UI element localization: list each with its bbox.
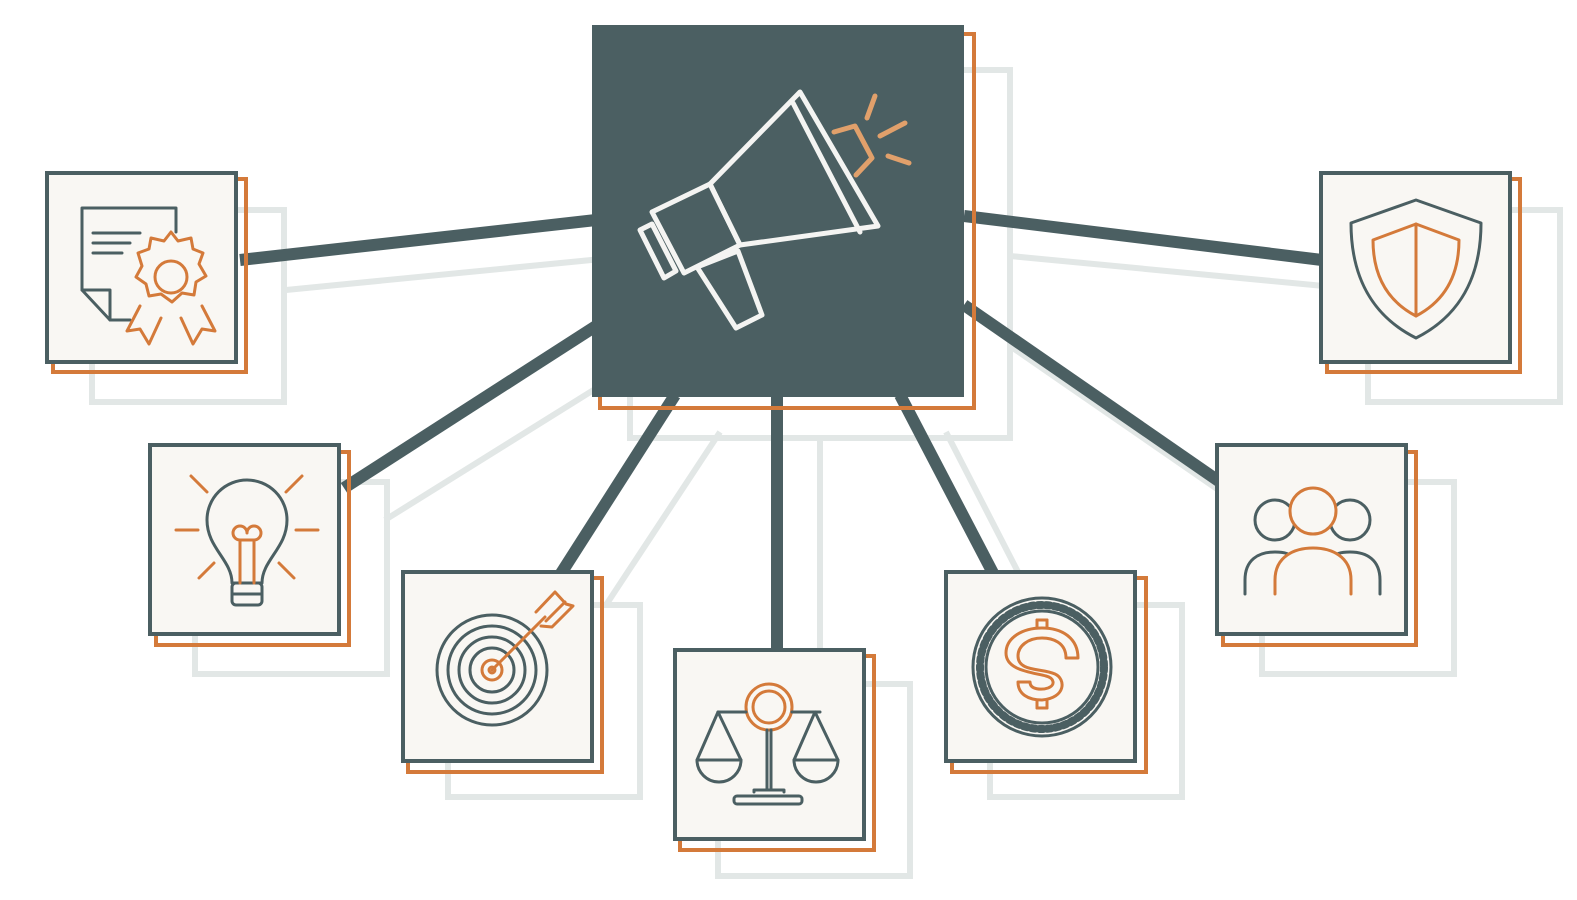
- lightbulb-card: [148, 443, 351, 647]
- target-card: [401, 570, 604, 774]
- coin-card: [944, 570, 1148, 774]
- shield-card: [1319, 171, 1522, 374]
- people-card: [1215, 443, 1418, 647]
- certificate-card: [45, 171, 248, 374]
- ghost-connector-3: [603, 430, 723, 607]
- ghost-connector-1: [285, 253, 633, 293]
- target-icon: [435, 590, 575, 727]
- scales-icon: [695, 682, 840, 806]
- coin-dollar-icon: [971, 596, 1113, 738]
- people-card-box: [1215, 443, 1408, 636]
- shield-icon: [1349, 198, 1483, 340]
- scales-card: [673, 648, 876, 852]
- people-group-icon: [1243, 486, 1382, 596]
- connector-shield: [963, 210, 1323, 266]
- connector-coin: [894, 392, 1000, 578]
- connector-lightbulb: [340, 320, 600, 494]
- certificate-icon: [80, 206, 217, 346]
- connector-people: [960, 300, 1224, 487]
- lightbulb-icon: [174, 474, 320, 607]
- connector-target: [554, 391, 681, 579]
- ghost-connector-2: [383, 363, 634, 523]
- hub-box: [592, 25, 964, 397]
- ghost-connector-7: [1009, 253, 1367, 293]
- hub-card: [592, 25, 976, 410]
- connector-certificate: [239, 214, 597, 266]
- connectors: [239, 210, 1323, 652]
- megaphone-icon: [637, 89, 912, 331]
